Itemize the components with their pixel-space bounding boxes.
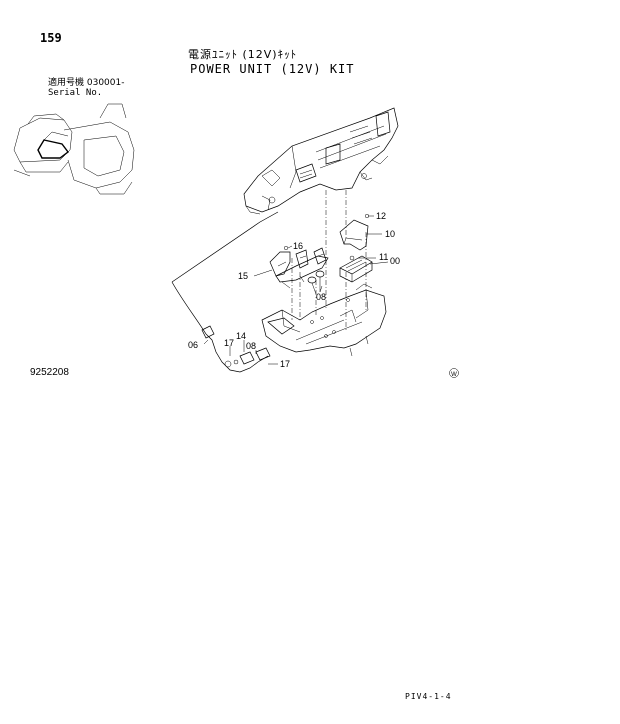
cable-harness [171,211,279,373]
title-japanese: 電源ﾕﾆｯﾄ (12V)ｷｯﾄ [188,48,298,61]
relay-bracket-assembly [269,245,329,289]
serial-label-japanese: 適用号機 030001- [48,78,125,88]
callout-12: 12 [376,211,386,221]
callout-17-left: 17 [224,338,234,348]
cover-plate [339,213,370,251]
serial-label-english: Serial No. [48,88,103,98]
callout-06: 06 [188,340,198,350]
page-number: 159 [40,31,62,45]
circled-mark-letter: W [451,372,457,378]
cab-panel-assembly [243,107,399,215]
power-unit [339,255,373,283]
callout-17-right: 17 [280,359,290,369]
callout-10: 10 [385,229,395,239]
machine-location-thumbnail [13,103,135,195]
callout-14: 14 [236,331,246,341]
callout-08-lower: 08 [246,341,256,351]
circled-mark: W [449,368,459,378]
footer-code: PIV4-1-4 [405,692,452,701]
callout-leaders [203,215,389,365]
callout-16: 16 [293,241,303,251]
callout-08-upper: 08 [316,292,326,302]
callout-11: 11 [379,252,388,262]
callout-00: 00 [390,256,400,266]
callout-15: 15 [238,271,248,281]
figure-number: 9252208 [30,367,69,378]
base-frame [261,283,387,357]
title-english: POWER UNIT (12V) KIT [190,62,355,76]
fuse-holder-upper [307,270,325,295]
